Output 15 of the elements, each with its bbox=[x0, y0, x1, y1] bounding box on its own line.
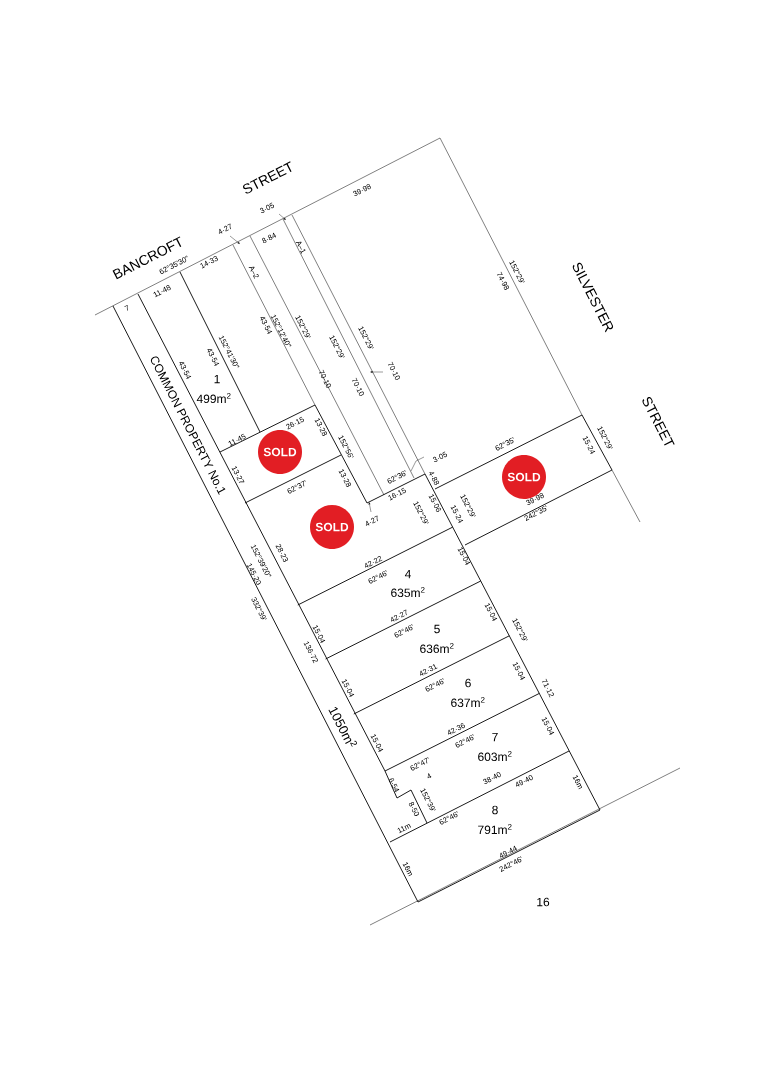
lot-number: 1 bbox=[214, 374, 220, 384]
lot-number: 8 bbox=[492, 805, 498, 815]
sold-badge: SOLD bbox=[310, 505, 354, 549]
lot-number: 4 bbox=[404, 569, 411, 579]
lot-number: 5 bbox=[434, 624, 440, 634]
lot-area: 637m$^{2}$ bbox=[451, 697, 485, 708]
sold-badge: SOLD bbox=[258, 430, 302, 474]
lot-area: 636m$^{2}$ bbox=[420, 643, 454, 654]
sheet-number: 16 bbox=[537, 897, 550, 907]
lot-number: 7 bbox=[492, 732, 498, 742]
lot-area: 603m$^{2}$ bbox=[478, 751, 512, 762]
lot-area: 499m$^{2}$ bbox=[196, 393, 231, 404]
lot-area: 791m$^{2}$ bbox=[478, 824, 512, 835]
lot-area: 635m$^{2}$ bbox=[391, 587, 425, 598]
lot-number: 6 bbox=[465, 678, 471, 688]
